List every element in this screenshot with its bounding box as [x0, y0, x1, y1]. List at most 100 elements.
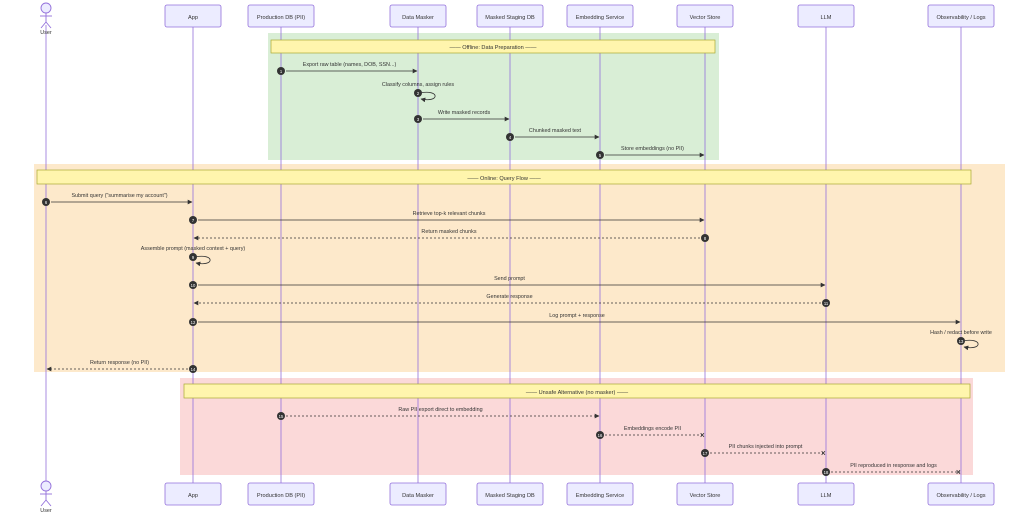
message-1: Export raw table (names, DOB, SSN...) 1 [277, 62, 418, 75]
message-9: Assemble prompt (masked context + query)… [141, 246, 246, 267]
participant-box-vector [676, 482, 734, 506]
participant-label: Production DB (PII) [257, 493, 305, 499]
sequence-number: 8 [704, 236, 707, 241]
message-14: Return response (no PII) 14 [46, 360, 197, 373]
participant-label: Data Masker [402, 15, 434, 21]
message-label: Hash / redact before write [930, 330, 992, 336]
participant-label: Embedding Service [576, 15, 625, 21]
participant-label: User [40, 30, 52, 36]
message-label: Return response (no PII) [90, 360, 149, 366]
sequence-badge [189, 253, 197, 261]
sequence-number: 1 [280, 69, 283, 74]
message-13: Hash / redact before write 13 [930, 330, 992, 351]
participant-label: App [188, 493, 198, 499]
sequence-number: 2 [417, 91, 420, 96]
user-actor-icon [40, 480, 52, 507]
message-label: Submit query ("summarise my account") [71, 193, 167, 199]
participant-label: Observability / Logs [936, 15, 985, 21]
message-2: Classify columns, assign rules 2 [382, 82, 455, 103]
participant-label: Masked Staging DB [485, 493, 535, 499]
message-label: Send prompt [494, 276, 525, 282]
participant-label: Embedding Service [576, 493, 625, 499]
message-label: Generate response [486, 294, 532, 300]
participant-box-staging [476, 482, 544, 506]
participant-label: User [40, 508, 52, 512]
message-3: Write masked records 3 [414, 110, 510, 123]
sequence-number: 6 [45, 200, 48, 205]
participant-box-app [164, 482, 222, 506]
participant-label: Observability / Logs [936, 493, 985, 499]
participant-box-obs [927, 4, 995, 28]
sequence-badge [189, 216, 197, 224]
sequence-badge [189, 318, 197, 326]
sequence-number: 3 [417, 117, 420, 122]
sequence-number: 13 [959, 339, 964, 344]
participant-box-staging [476, 4, 544, 28]
section-note [36, 169, 972, 185]
sequence-badge [596, 151, 604, 159]
message-label: PII chunks injected into prompt [729, 444, 803, 450]
participant-label: Data Masker [402, 493, 434, 499]
participant-box-proddb [247, 482, 315, 506]
message-label: Classify columns, assign rules [382, 82, 455, 88]
participant-box-proddb [247, 4, 315, 28]
sequence-badge [189, 281, 197, 289]
participant-label: Masked Staging DB [485, 15, 535, 21]
message-label: Log prompt + response [549, 313, 605, 319]
sequence-badge [414, 89, 422, 97]
sequence-number: 7 [192, 218, 195, 223]
sequence-number: 12 [191, 320, 196, 325]
sequence-number: 9 [192, 255, 195, 260]
sequence-number: 4 [509, 135, 512, 140]
message-label: Write masked records [438, 110, 491, 116]
participant-label: Vector Store [690, 15, 721, 21]
message-label: Store embeddings (no PII) [621, 146, 684, 152]
participant-label: App [188, 15, 198, 21]
sequence-badge [277, 67, 285, 75]
section-title: —— Unsafe Alternative (no masker) —— [526, 390, 629, 396]
message-18: PII reproduced in response and logs 18 [822, 463, 961, 476]
sequence-badge [957, 337, 965, 345]
self-arrow [194, 255, 211, 267]
participant-box-llm [797, 4, 855, 28]
message-4: Chunked masked text 4 [506, 128, 600, 141]
participant-box-llm [797, 482, 855, 506]
participant-box-masker [389, 4, 447, 28]
participant-label: LLM [821, 15, 832, 21]
sequence-badge [42, 198, 50, 206]
message-8: Return masked chunks 8 [193, 229, 709, 242]
sequence-badge [822, 299, 830, 307]
sequence-badge [189, 365, 197, 373]
sequence-number: 15 [279, 414, 284, 419]
message-label: Chunked masked text [529, 128, 582, 134]
participant-label: Vector Store [690, 493, 721, 499]
sequence-badge [506, 133, 514, 141]
sequence-number: 11 [824, 301, 829, 306]
sequence-number: 17 [703, 451, 708, 456]
message-label: Assemble prompt (masked context + query) [141, 246, 246, 252]
sequence-number: 14 [191, 367, 196, 372]
message-label: Return masked chunks [421, 229, 476, 235]
message-label: Embeddings encode PII [624, 426, 681, 432]
message-label: Retrieve top-k relevant chunks [413, 211, 486, 217]
sequence-badge [822, 468, 830, 476]
sequence-number: 18 [824, 470, 829, 475]
message-11: Generate response 11 [193, 294, 830, 307]
participant-box-masker [389, 482, 447, 506]
message-7: Retrieve top-k relevant chunks 7 [189, 211, 705, 224]
message-5: Store embeddings (no PII)5 [596, 146, 705, 159]
section-title: —— Online: Query Flow —— [467, 176, 541, 182]
message-12: Log prompt + response 12 [189, 313, 961, 326]
participant-box-vector [676, 4, 734, 28]
message-17: PII chunks injected into prompt 17 [701, 444, 826, 457]
sequence-badge [414, 115, 422, 123]
message-label: Export raw table (names, DOB, SSN...) [303, 62, 397, 68]
message-15: Raw PII export direct to embedding 15 [277, 407, 600, 420]
message-label: PII reproduced in response and logs [850, 463, 937, 469]
message-label: Raw PII export direct to embedding [398, 407, 482, 413]
participant-label: LLM [821, 493, 832, 499]
section-title: —— Offline: Data Preparation —— [450, 45, 537, 51]
sequence-badge [277, 412, 285, 420]
